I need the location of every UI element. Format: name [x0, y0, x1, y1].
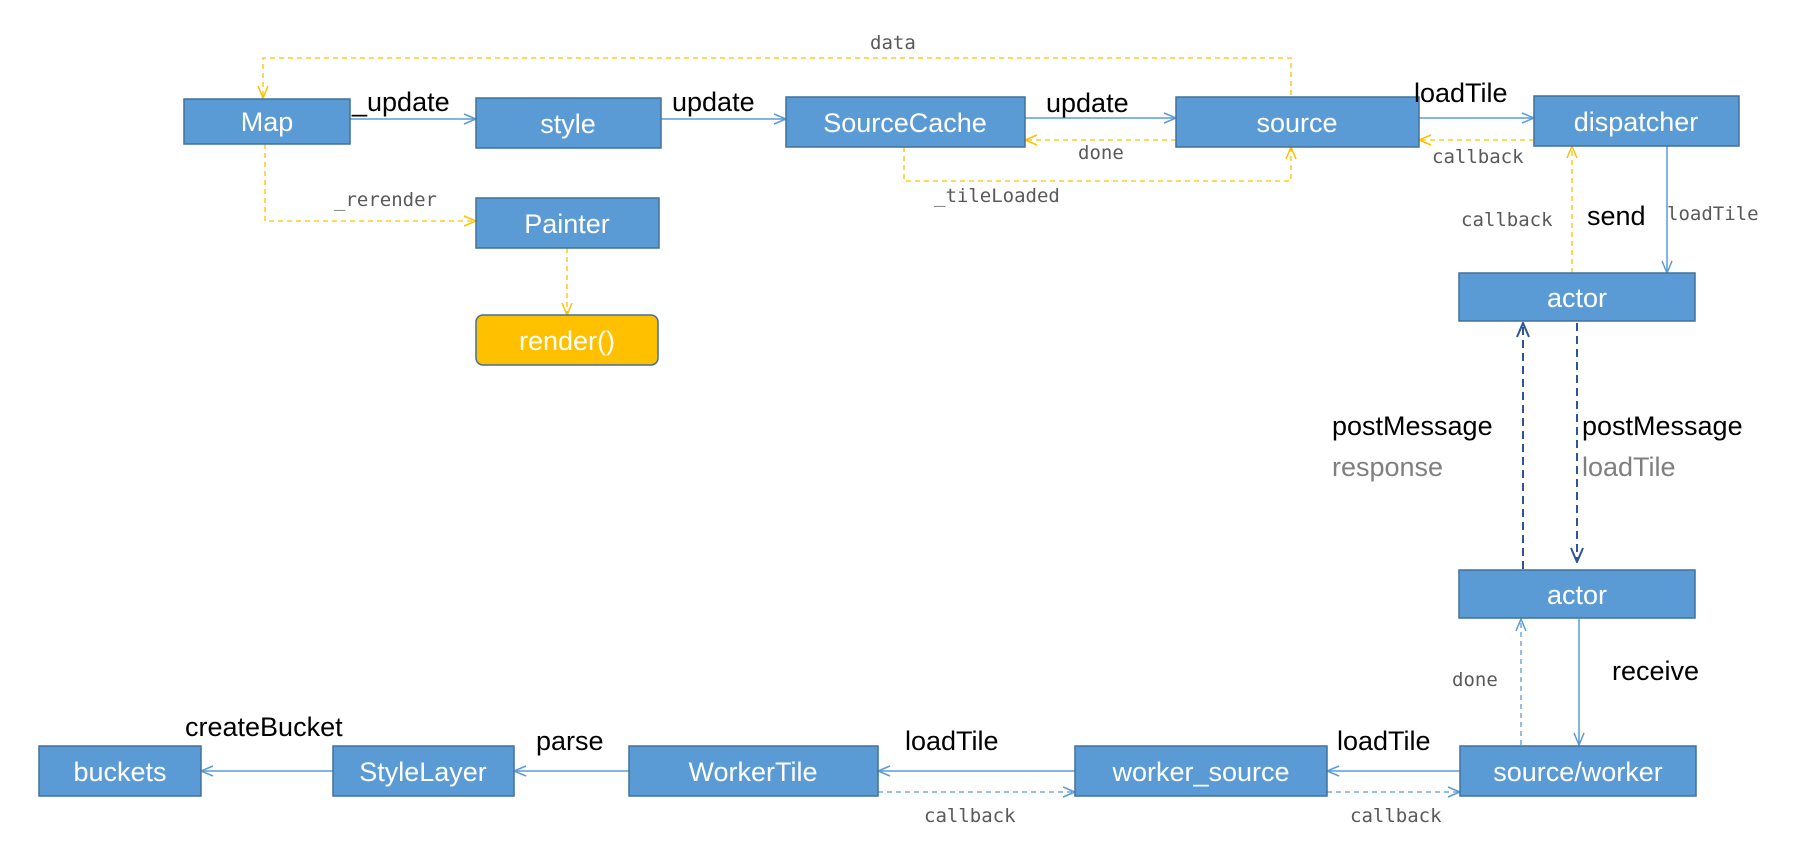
node-map: Map: [183, 98, 351, 145]
label-postmessage-left: postMessage: [1332, 411, 1493, 441]
edge-map-to-painter: [264, 144, 476, 221]
edge-sourcecache-to-source-tileloaded: [903, 147, 1291, 182]
node-source-worker: source/worker: [1459, 745, 1697, 797]
node-actor-top: actor: [1458, 272, 1696, 322]
label-receive: receive: [1612, 656, 1699, 686]
label-data: data: [870, 32, 916, 54]
node-sourcecache: SourceCache: [785, 96, 1026, 148]
node-dispatcher-label: dispatcher: [1574, 107, 1699, 137]
node-source-label: source: [1256, 108, 1337, 138]
label-postmessage-right: postMessage: [1582, 411, 1743, 441]
label-worker-loadtile-1: loadTile: [1337, 726, 1431, 756]
label-postmessage-loadtile: loadTile: [1582, 452, 1676, 482]
label-tileloaded: _tileLoaded: [934, 185, 1060, 207]
node-style-label: style: [540, 109, 596, 139]
node-stylelayer: StyleLayer: [332, 745, 515, 797]
label-done-bottom: done: [1452, 669, 1498, 691]
node-sourcecache-label: SourceCache: [823, 108, 987, 138]
node-actor-top-label: actor: [1547, 283, 1607, 313]
nodes: Map style SourceCache source dispatcher …: [38, 95, 1740, 797]
label-callback-bottom-2: callback: [924, 805, 1016, 827]
node-buckets-label: buckets: [73, 757, 166, 787]
edge-labels: data _update _rerender update update don…: [185, 32, 1759, 827]
label-send-loadtile: loadTile: [1667, 203, 1759, 225]
label-done-top: done: [1078, 142, 1124, 164]
node-render: render(): [475, 314, 659, 366]
node-map-label: Map: [241, 107, 294, 137]
label-response: response: [1332, 452, 1443, 482]
label-rerender: _rerender: [334, 189, 437, 211]
edges: [201, 57, 1667, 792]
node-actor-bottom: actor: [1458, 569, 1696, 619]
label-callback-bottom-1: callback: [1350, 805, 1442, 827]
label-style-sourcecache-update: update: [672, 87, 755, 117]
node-style: style: [475, 97, 662, 149]
node-buckets: buckets: [38, 745, 202, 797]
node-worker-source-label: worker_source: [1111, 757, 1289, 787]
label-source-dispatcher-loadtile: loadTile: [1414, 78, 1508, 108]
label-map-style-update: _update: [351, 87, 450, 117]
node-painter: Painter: [475, 197, 660, 249]
node-stylelayer-label: StyleLayer: [359, 757, 487, 787]
node-source-worker-label: source/worker: [1493, 757, 1663, 787]
node-workertile-label: WorkerTile: [688, 757, 817, 787]
node-source: source: [1175, 96, 1420, 148]
edge-source-to-map-data: [263, 57, 1292, 104]
node-dispatcher: dispatcher: [1533, 95, 1740, 147]
node-actor-bottom-label: actor: [1547, 580, 1607, 610]
node-painter-label: Painter: [524, 209, 610, 239]
label-parse: parse: [536, 726, 604, 756]
label-worker-loadtile-2: loadTile: [905, 726, 999, 756]
label-sourcecache-source-update: update: [1046, 88, 1129, 118]
node-render-label: render(): [519, 326, 615, 356]
node-worker-source: worker_source: [1074, 745, 1328, 797]
label-createbucket: createBucket: [185, 712, 343, 742]
node-workertile: WorkerTile: [628, 745, 879, 797]
label-callback-top: callback: [1432, 146, 1524, 168]
label-callback-right: callback: [1461, 209, 1553, 231]
label-send: send: [1587, 201, 1646, 231]
